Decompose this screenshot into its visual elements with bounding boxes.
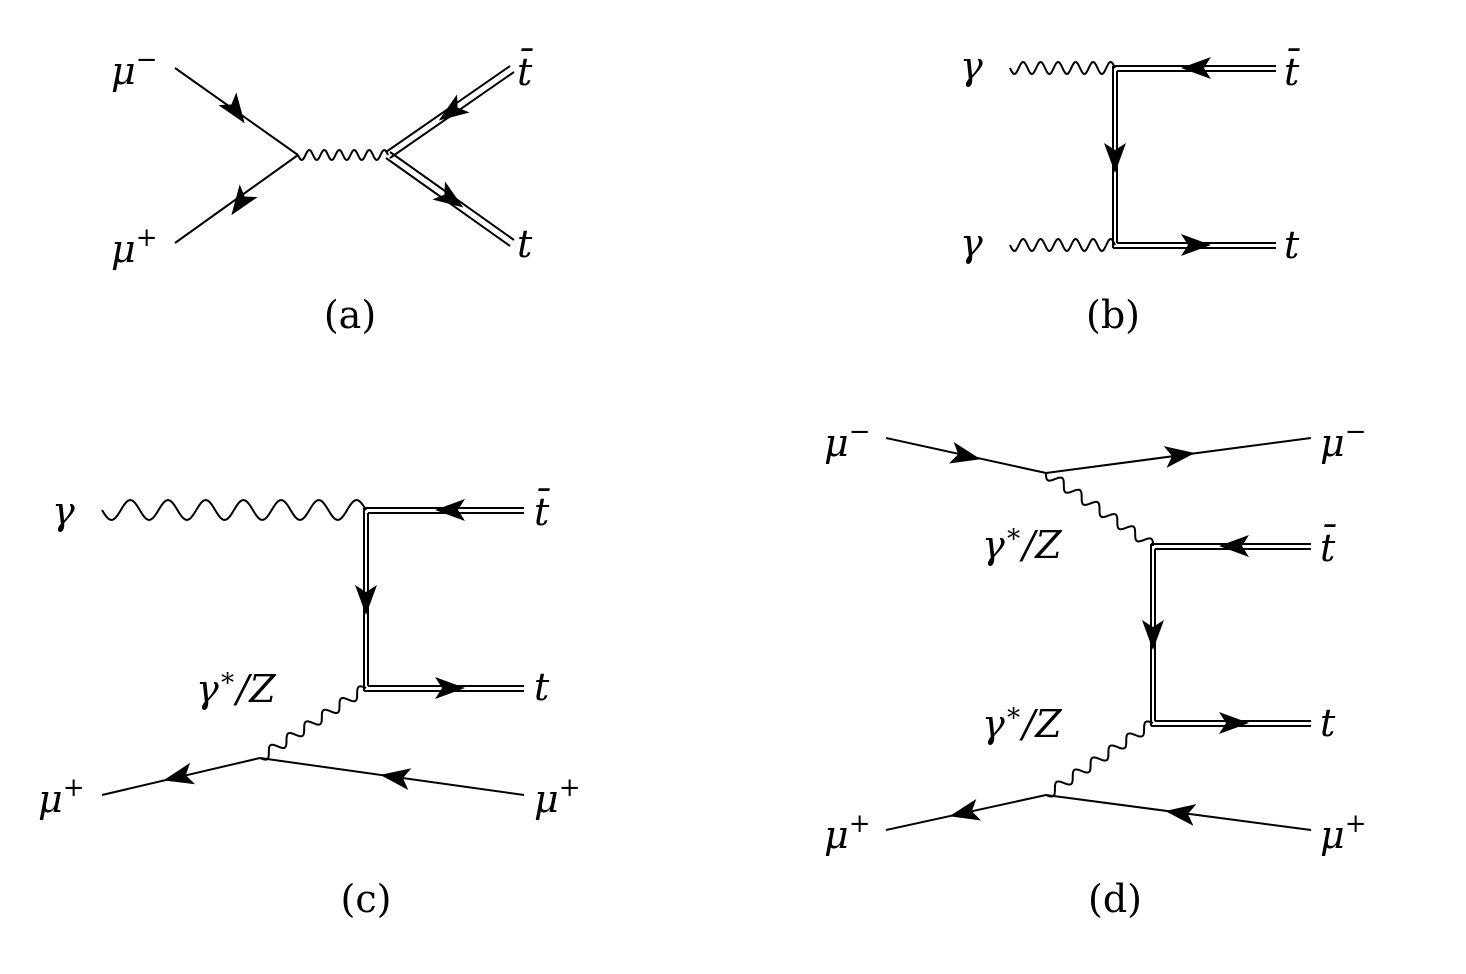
photon-line-bottom — [1009, 237, 1116, 253]
arrow-head — [231, 184, 258, 216]
label-propagator-bottom: γ∗/Z — [982, 698, 1062, 746]
arrow-head — [432, 181, 464, 208]
label-muon-plus-out: μ+ — [1320, 809, 1367, 857]
label-top-antiquark: t̄ — [1284, 49, 1301, 94]
label-muon-plus-in: μ+ — [824, 809, 871, 857]
label-photon: γ — [52, 489, 75, 533]
arrow-head — [380, 768, 412, 790]
top-exchange-line — [1150, 543, 1311, 727]
photon-line-top — [1009, 60, 1116, 76]
arrow-head — [1142, 620, 1164, 650]
label-propagator: γ∗/Z — [196, 663, 276, 711]
arrow-head — [949, 799, 982, 821]
diagram-c: γ μ+ t̄ t μ+ γ∗/Z (c) — [38, 489, 581, 921]
arrow-head — [438, 94, 470, 121]
diagram-a: μ− μ+ t̄ t (a) — [111, 45, 534, 337]
label-muon-plus: μ+ — [111, 223, 158, 271]
label-top-antiquark: t̄ — [1320, 525, 1337, 570]
arrow-head — [1219, 712, 1249, 734]
arrow-head — [1104, 143, 1126, 173]
label-top-quark: t — [517, 222, 533, 266]
label-propagator-top: γ∗/Z — [982, 519, 1062, 567]
arrow-head — [1163, 446, 1195, 468]
label-top-antiquark: t̄ — [517, 49, 534, 94]
caption-d: (d) — [1088, 877, 1142, 921]
arrow-head — [1181, 234, 1211, 256]
label-photon-top: γ — [960, 44, 983, 88]
label-muon-minus-out: μ− — [1320, 417, 1367, 465]
caption-a: (a) — [324, 293, 376, 337]
arrow-head — [1219, 535, 1249, 557]
label-muon-plus-out: μ+ — [534, 773, 581, 821]
arrow-head — [435, 677, 465, 699]
diagram-b: γ γ t̄ t (b) — [960, 44, 1301, 337]
photon-line — [101, 498, 367, 522]
label-top-antiquark: t̄ — [534, 489, 551, 534]
arrow-head — [1165, 804, 1197, 826]
arrow-head — [948, 442, 981, 464]
photon-z-propagator — [297, 148, 389, 162]
photon-z-propagator — [259, 685, 367, 761]
label-top-quark: t — [1284, 223, 1300, 267]
arrow-head — [1181, 57, 1211, 79]
arrow-head — [355, 585, 377, 615]
label-photon-bottom: γ — [960, 221, 983, 265]
caption-c: (c) — [341, 877, 392, 921]
label-top-quark: t — [534, 665, 550, 709]
top-exchange-line — [1112, 65, 1276, 249]
arrow-head — [218, 92, 245, 124]
caption-b: (b) — [1086, 293, 1140, 337]
label-muon-minus-in: μ− — [824, 417, 871, 465]
top-exchange-line — [363, 507, 524, 692]
diagram-d: μ− μ− γ∗/Z t̄ t γ∗/Z μ+ μ+ (d) — [824, 417, 1367, 921]
label-top-quark: t — [1320, 701, 1336, 745]
label-muon-plus-in: μ+ — [38, 773, 85, 821]
photon-z-propagator-bottom — [1045, 720, 1154, 798]
arrow-head — [435, 499, 465, 521]
arrow-head — [163, 762, 196, 785]
label-muon-minus: μ− — [111, 45, 158, 93]
photon-z-propagator-top — [1045, 472, 1154, 547]
